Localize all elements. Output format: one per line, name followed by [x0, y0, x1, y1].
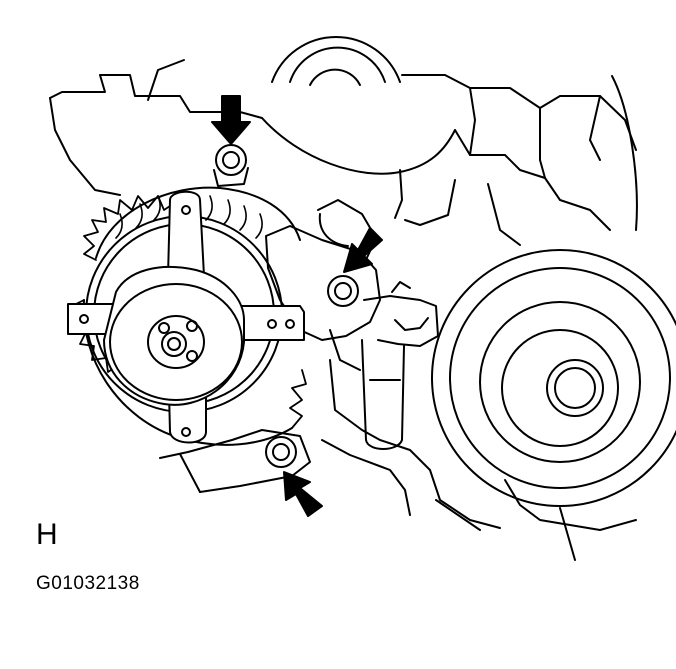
bolt-pointer-arrow-bottom: [283, 471, 323, 517]
adjusting-lock-bolt: [327, 275, 359, 307]
figure-letter: H: [36, 518, 58, 551]
lower-pivot-bolt: [265, 436, 297, 468]
engine-block-outline: [49, 36, 676, 561]
lower-bracket-plate: [159, 429, 311, 493]
figure-code: G01032138: [36, 573, 140, 594]
bolt-pointer-arrow-top: [211, 95, 251, 145]
alternator-pulley: [103, 266, 245, 406]
bolt-pointer-arrow-right: [343, 227, 383, 273]
top-mounting-bolt: [213, 144, 249, 187]
